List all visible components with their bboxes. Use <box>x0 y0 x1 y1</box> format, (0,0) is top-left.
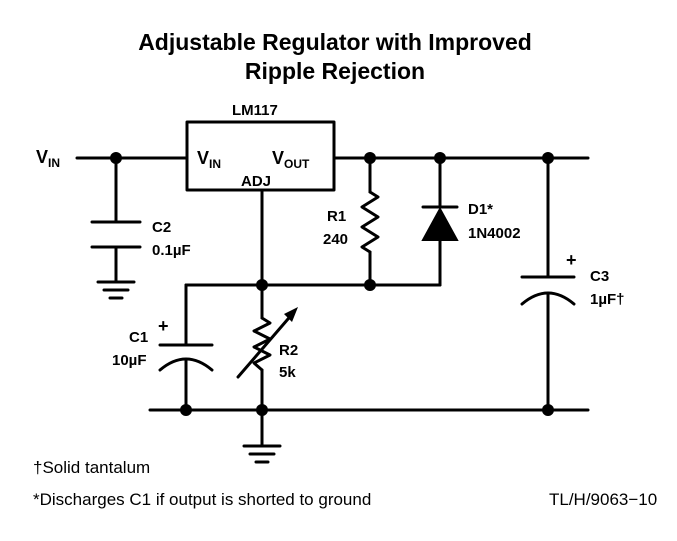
r2-value-label: 5k <box>279 364 296 381</box>
figure-code: TL/H/9063−10 <box>549 490 657 509</box>
junction-dots <box>110 152 554 416</box>
resistor-r1: R1 240 <box>323 190 380 254</box>
ic-part-label: LM117 <box>232 102 278 119</box>
wire-network <box>75 156 590 448</box>
diagram-title-line1: Adjustable Regulator with Improved <box>138 29 532 55</box>
c3-polarity-mark: + <box>566 250 577 270</box>
c3-ref-label: C3 <box>590 268 609 285</box>
c1-ref-label: C1 <box>129 329 148 346</box>
d1-ref-label: D1* <box>468 201 493 218</box>
c1-polarity-mark: + <box>158 316 169 336</box>
footnote-asterisk: *Discharges C1 if output is shorted to g… <box>33 490 371 509</box>
r1-ref-label: R1 <box>327 208 346 225</box>
capacitor-c1: + C1 10µF <box>112 316 214 372</box>
ground-symbol-main <box>242 444 282 464</box>
ic-adj-pin-label: ADJ <box>241 173 271 190</box>
c2-value-label: 0.1µF <box>152 242 191 259</box>
input-vin-label: VIN <box>36 147 60 170</box>
ground-symbol-c2 <box>96 280 136 300</box>
ic-vin-pin-label: VIN <box>197 148 221 171</box>
capacitor-c2: C2 0.1µF <box>90 219 191 259</box>
diagram-title-line2: Ripple Rejection <box>245 58 425 84</box>
c2-ref-label: C2 <box>152 219 171 236</box>
c3-value-label: 1µF† <box>590 291 625 308</box>
d1-value-label: 1N4002 <box>468 225 521 242</box>
ic-vout-pin-label: VOUT <box>272 148 310 171</box>
r1-value-label: 240 <box>323 231 348 248</box>
c1-value-label: 10µF <box>112 352 147 369</box>
diode-d1: D1* 1N4002 <box>421 201 521 242</box>
resistor-r2: R2 5k <box>236 307 298 381</box>
r2-ref-label: R2 <box>279 342 298 359</box>
capacitor-c3: + C3 1µF† <box>520 250 625 308</box>
footnote-dagger: †Solid tantalum <box>33 458 150 477</box>
